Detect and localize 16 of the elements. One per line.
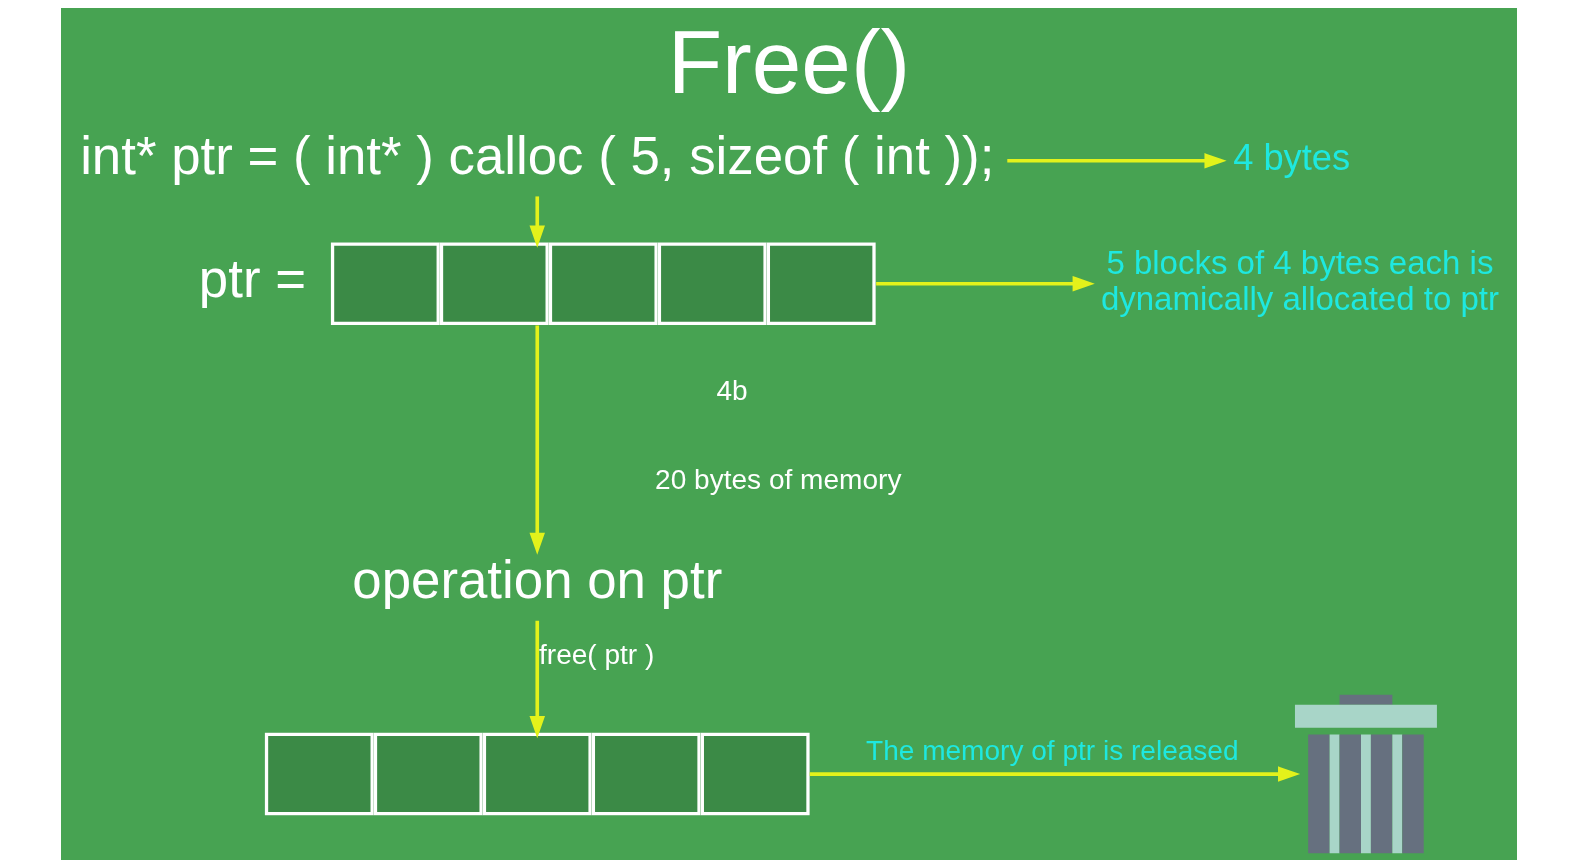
node-text: int* ptr = ( int* ) calloc ( 5, sizeof ( int ));	[80, 126, 995, 186]
edge-label: free( ptr )	[539, 639, 655, 671]
edge-label: The memory of ptr is released	[866, 735, 1239, 767]
arrow	[529, 620, 545, 739]
node-text: 5 blocks of 4 bytes each is dynamically allocated to ptr	[1100, 243, 1499, 318]
label: 20 bytes of memory	[655, 464, 902, 496]
node-label: ptr =	[198, 249, 306, 309]
arrow	[809, 766, 1301, 782]
arrow	[1007, 153, 1227, 169]
label: 4b	[716, 375, 748, 407]
diagram-title: Free()	[667, 11, 911, 112]
arrow	[529, 196, 545, 248]
node-text: operation on ptr	[352, 550, 723, 610]
arrow	[529, 325, 545, 555]
arrow	[876, 276, 1095, 292]
node-text: 4 bytes	[1233, 137, 1351, 179]
